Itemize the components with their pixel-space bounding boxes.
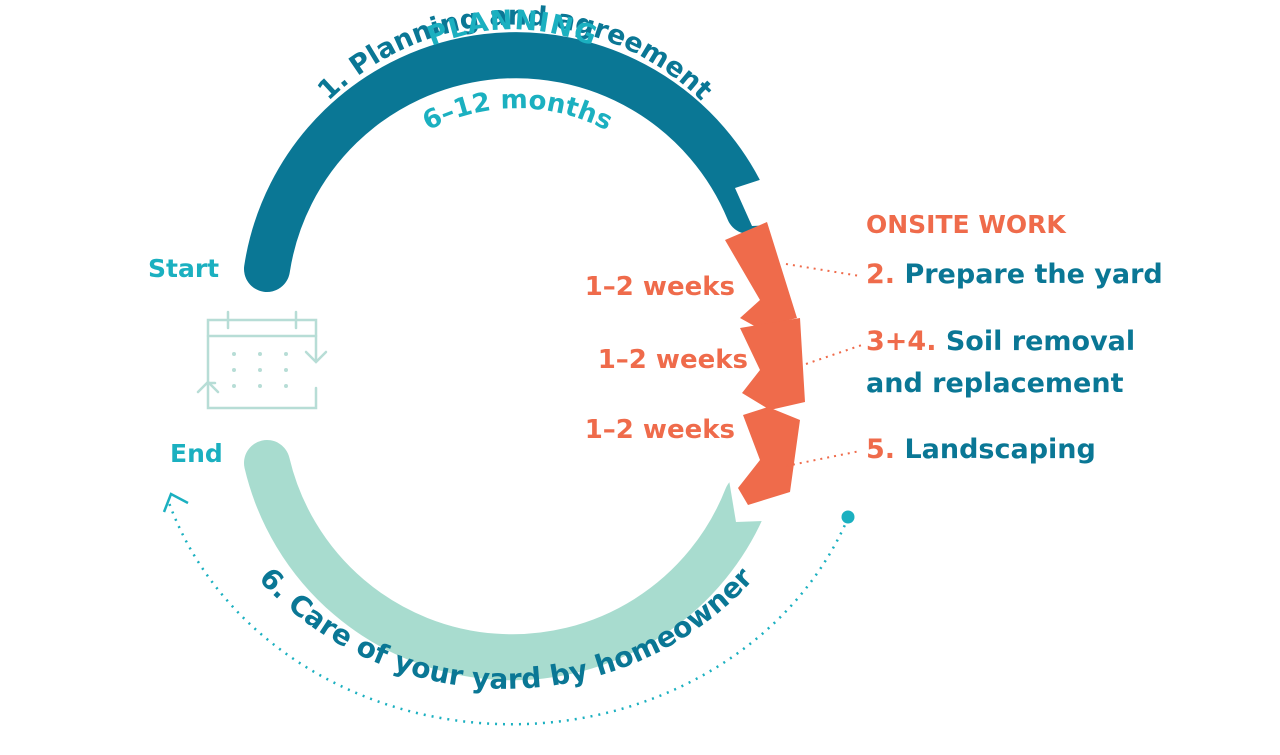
onsite-segment-soil — [740, 318, 805, 410]
return-loop-arrowhead — [162, 492, 189, 513]
step-landscaping-text: Landscaping — [904, 434, 1095, 465]
step-prepare-text: Prepare the yard — [904, 259, 1162, 290]
step-prepare-number: 2. — [866, 259, 895, 290]
onsite-heading: ONSITE WORK — [866, 210, 1067, 239]
duration-prepare: 1–2 weeks — [585, 272, 735, 302]
return-loop-start-dot — [841, 510, 855, 524]
step-soil-text: Soil removal — [946, 326, 1135, 357]
care-arc — [244, 440, 770, 681]
duration-landscaping: 1–2 weeks — [585, 415, 735, 445]
onsite-segment-landscaping — [738, 407, 800, 505]
calendar-cycle-icon — [196, 310, 328, 410]
connector-landscaping — [785, 450, 861, 467]
step-soil-number: 3+4. — [866, 326, 936, 357]
step-landscaping-label: 5. Landscaping — [866, 434, 1096, 465]
connector-prepare — [785, 263, 861, 277]
start-label: Start — [148, 254, 219, 283]
step-soil-label: 3+4. Soil removal — [866, 326, 1135, 357]
step-soil-text-line2: and replacement — [866, 368, 1124, 399]
duration-soil: 1–2 weeks — [598, 345, 748, 375]
connector-soil — [805, 344, 863, 365]
onsite-segment-prepare — [725, 222, 797, 328]
step-prepare-label: 2. Prepare the yard — [866, 259, 1163, 290]
end-label: End — [170, 439, 223, 468]
planning-duration: 6–12 months — [418, 85, 617, 137]
onsite-segments — [725, 222, 805, 505]
step-landscaping-number: 5. — [866, 434, 895, 465]
planning-arc — [244, 32, 772, 292]
